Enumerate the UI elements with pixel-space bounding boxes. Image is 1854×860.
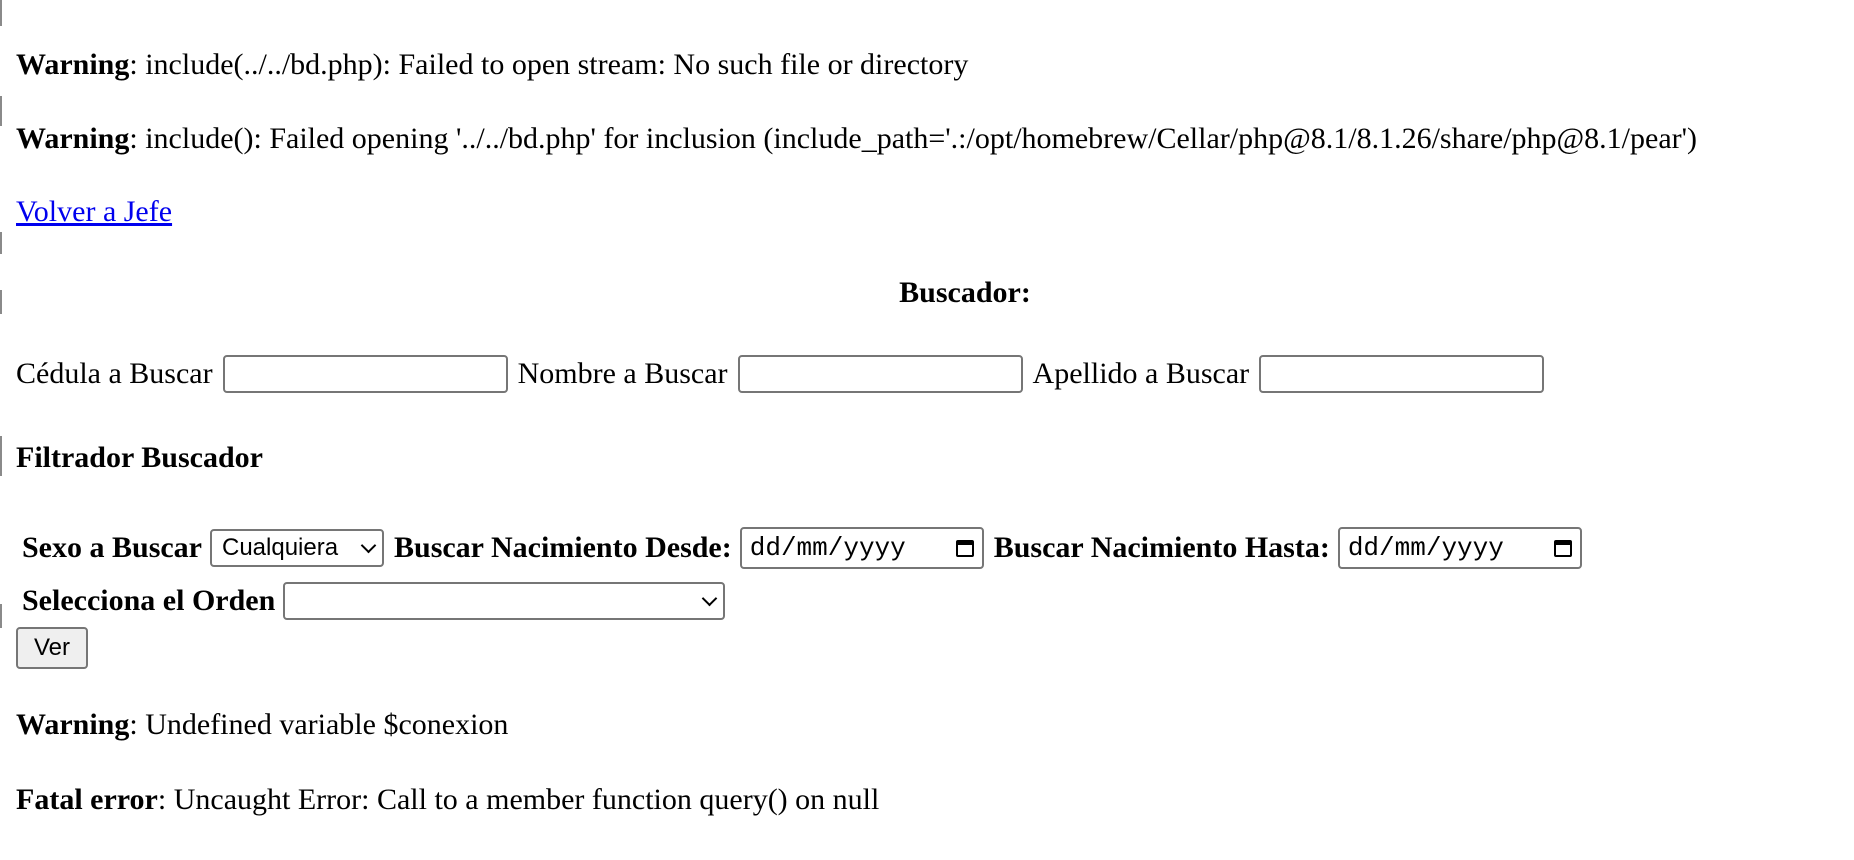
sexo-selected-value: Cualquiera bbox=[222, 534, 339, 561]
calendar-icon[interactable] bbox=[955, 539, 974, 557]
chevron-down-icon bbox=[360, 537, 377, 553]
left-edge-marks bbox=[0, 0, 2, 860]
cedula-label: Cédula a Buscar bbox=[16, 357, 213, 390]
date-placeholder: dd/mm/yyyy bbox=[1347, 533, 1504, 563]
warning-text: : Undefined variable $conexion bbox=[129, 708, 509, 741]
filter-row-1: Sexo a Buscar Cualquiera Buscar Nacimien… bbox=[22, 526, 1592, 570]
nacimiento-hasta-label: Buscar Nacimiento Hasta: bbox=[993, 531, 1330, 564]
sexo-label: Sexo a Buscar bbox=[22, 531, 202, 564]
apellido-label: Apellido a Buscar bbox=[1032, 357, 1250, 390]
filter-row-2: Selecciona el Orden bbox=[22, 579, 735, 623]
nacimiento-desde-label: Buscar Nacimiento Desde: bbox=[394, 531, 732, 564]
fatal-error-text: : Uncaught Error: Call to a member funct… bbox=[157, 783, 880, 816]
warning-label: Warning bbox=[16, 48, 130, 81]
apellido-search-input[interactable] bbox=[1259, 355, 1545, 393]
search-form-row: Cédula a Buscar Nombre a Buscar Apellido… bbox=[16, 352, 1554, 396]
php-warning-include-stream: Warning: include(../../bd.php): Failed t… bbox=[16, 47, 968, 83]
php-warning-include-path: Warning: include(): Failed opening '../.… bbox=[16, 121, 1697, 157]
date-placeholder: dd/mm/yyyy bbox=[749, 533, 906, 563]
php-fatal-error: Fatal error: Uncaught Error: Call to a m… bbox=[16, 782, 879, 818]
chevron-down-icon bbox=[702, 590, 718, 606]
php-warning-undefined-variable: Warning: Undefined variable $conexion bbox=[16, 707, 508, 743]
nombre-label: Nombre a Buscar bbox=[517, 357, 728, 390]
search-section-title: Buscador: bbox=[899, 276, 1031, 309]
warning-text: : include(../../bd.php): Failed to open … bbox=[129, 48, 969, 81]
orden-select[interactable] bbox=[283, 582, 726, 620]
nacimiento-desde-date-input[interactable]: dd/mm/yyyy bbox=[739, 527, 984, 569]
nombre-search-input[interactable] bbox=[737, 355, 1023, 393]
orden-label: Selecciona el Orden bbox=[22, 584, 276, 617]
cedula-search-input[interactable] bbox=[222, 355, 508, 393]
sexo-select[interactable]: Cualquiera bbox=[210, 529, 384, 567]
ver-submit-button[interactable]: Ver bbox=[16, 627, 88, 669]
calendar-icon[interactable] bbox=[1553, 539, 1572, 557]
warning-text: : include(): Failed opening '../../bd.ph… bbox=[129, 122, 1698, 155]
filter-heading: Filtrador Buscador bbox=[16, 441, 263, 474]
nacimiento-hasta-date-input[interactable]: dd/mm/yyyy bbox=[1337, 527, 1582, 569]
fatal-error-label: Fatal error bbox=[16, 783, 158, 816]
back-to-jefe-link[interactable]: Volver a Jefe bbox=[16, 195, 173, 228]
warning-label: Warning bbox=[16, 708, 130, 741]
warning-label: Warning bbox=[16, 122, 130, 155]
